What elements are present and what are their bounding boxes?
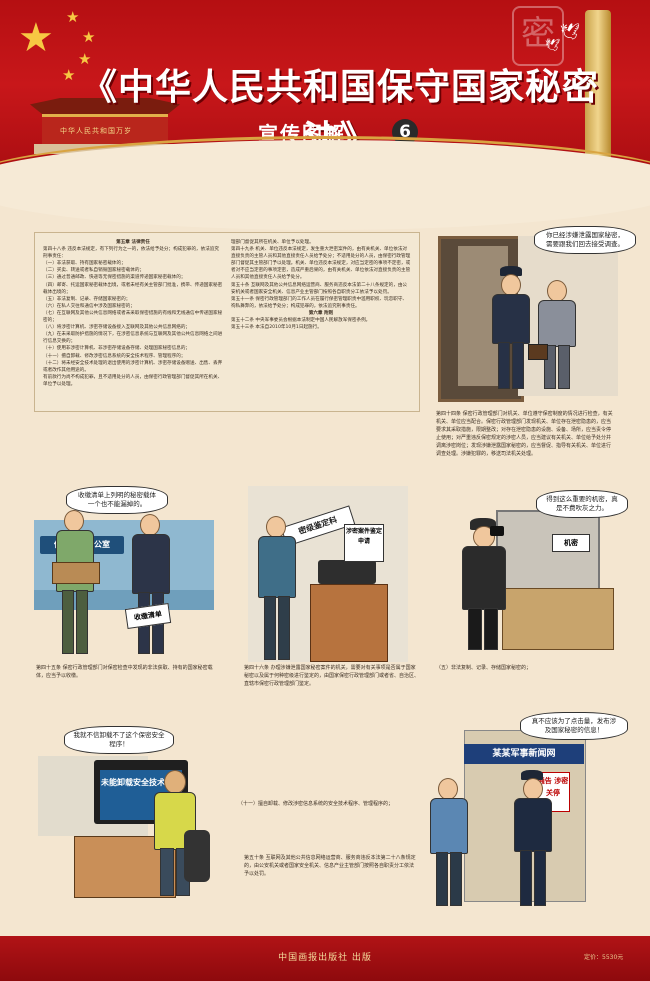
case-application-paper: 涉密案件鉴定申请 <box>344 524 384 562</box>
article-45-caption: 第四十五条 保密行政管理部门对保密检查中发现的非法获取、持有的国家秘密载体，应当… <box>36 665 213 679</box>
scene-uninstall: 未能卸载安全技术程序 <box>34 720 230 910</box>
site-manager-figure <box>428 778 468 908</box>
article-48-item-11-caption: （十一）擅自卸载、修改涉密信息系统的安全技术程序、管理程序的； <box>238 801 394 807</box>
police-figure <box>512 770 552 908</box>
scene-investigation <box>428 226 624 406</box>
header-banner: ★ ★ ★ ★ ★ 密 🕊 🕊 中华人民共和国万岁 《中华人民共和国保守国家秘密… <box>0 0 650 230</box>
evidence-box <box>52 562 100 584</box>
secret-folder-label: 机密 <box>552 534 590 552</box>
spy-figure <box>460 518 506 652</box>
officer-figure <box>490 266 530 391</box>
suspect-figure <box>528 280 576 390</box>
star-icon: ★ <box>18 15 54 61</box>
office-chair <box>184 830 210 882</box>
gate-plaque: 中华人民共和国万岁 <box>60 127 132 135</box>
speech-bubble: 得到这么重要的机密，真是不费吹灰之力。 <box>536 490 628 518</box>
seal-emblem: 密 <box>512 6 564 66</box>
article-44-caption: 第四十四条 保密行政管理部门对机关、单位遵守保密制度的情况进行检查，有关机关、单… <box>436 411 613 457</box>
scene-website-shutdown: 某某军事新闻网 通告 涉密关停 <box>424 700 624 912</box>
inspector-figure <box>130 514 170 660</box>
cabinet <box>310 584 388 662</box>
applicant-figure <box>256 516 296 662</box>
news-site-sign: 某某军事新闻网 <box>464 744 584 764</box>
speech-bubble: 收缴清单上列明的秘密载体一个也不能漏掉的。 <box>66 486 168 514</box>
huabiao-pillar <box>585 10 611 170</box>
star-icon: ★ <box>66 8 80 26</box>
scene-appraisal: 密级鉴定科 涉密案件鉴定申请 <box>238 486 418 662</box>
desk <box>502 588 614 650</box>
article-48-item-5-caption: （五）非法复制、记录、存储国家秘密的； <box>436 665 532 671</box>
article-46-caption: 第四十六条 办理涉嫌泄露国家秘密案件的机关，需要对有关事项是否属于国家秘密以及属… <box>244 665 420 687</box>
camera-icon <box>490 526 504 536</box>
speech-bubble: 真不应该为了点击量，发布涉及国家秘密的信息！ <box>520 712 628 740</box>
staff-figure <box>54 510 94 660</box>
scene-confiscation: 保密检查办公室 收缴清单 <box>34 500 214 660</box>
dove-icon: 🕊 <box>545 38 561 52</box>
star-icon: ★ <box>78 50 92 68</box>
dove-icon: 🕊 <box>560 22 581 41</box>
publisher-credit: 中国画报出版社 出版 <box>278 953 372 963</box>
speech-bubble: 你已经涉嫌泄露国家秘密，需要跟我们回去接受调查。 <box>534 226 636 254</box>
fax-machine <box>318 560 376 584</box>
star-icon: ★ <box>62 66 76 84</box>
operator-figure <box>146 770 202 900</box>
briefcase <box>528 344 548 360</box>
law-text-column-1: 第五章 法律责任 第四十八条 违反本法规定，有下列行为之一的，依法给予处分；构成… <box>43 240 223 387</box>
star-icon: ★ <box>82 28 96 46</box>
price-label: 定价：5530元 <box>584 954 624 961</box>
law-text-column-2: 理部门督促其所在机关、单位予以处理。 第四十九条 机关、单位违反本法规定，发生重… <box>231 240 411 331</box>
scene-illegal-copying: 机密 <box>432 494 622 654</box>
footer-bar: 中国画报出版社 出版 定价：5530元 <box>0 936 650 981</box>
article-50-caption: 第五十条 互联网及其他公共信息网络运营商、服务商违反本法第二十八条规定的，由公安… <box>244 855 416 877</box>
safe-cabinet <box>496 510 600 598</box>
speech-bubble: 我就不信卸载不了这个保密安全程序！ <box>64 726 174 754</box>
law-text-panel: 第五章 法律责任 第四十八条 违反本法规定，有下列行为之一的，依法给予处分；构成… <box>34 232 420 412</box>
